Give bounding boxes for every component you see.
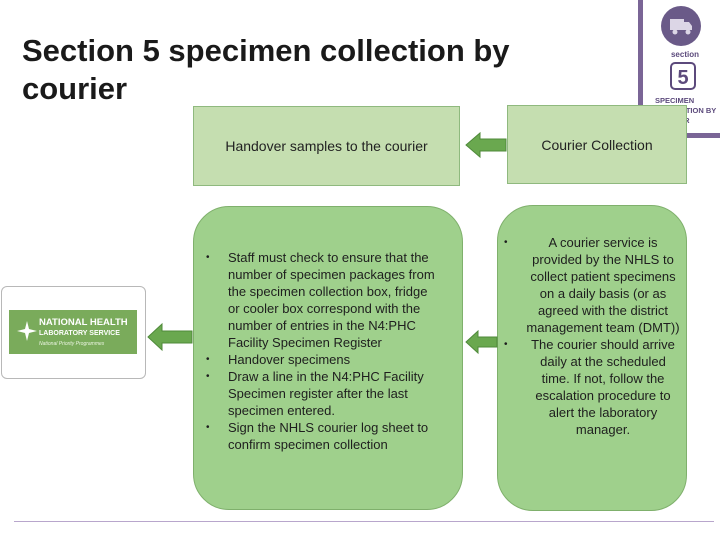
- arrow-left-top: [465, 131, 507, 159]
- staff-steps-box: Staff must check to ensure that the numb…: [193, 206, 463, 510]
- arrow-left-logo: [147, 322, 193, 352]
- list-item: The courier should arrive daily at the s…: [504, 336, 680, 438]
- list-item: Handover specimens: [206, 351, 436, 368]
- courier-heading: Courier Collection: [541, 136, 653, 153]
- list-item: Staff must check to ensure that the numb…: [206, 249, 436, 351]
- page-title: Section 5 specimen collection by courier: [22, 33, 510, 106]
- section-badge: section 5 SPECIMEN COLLECTION BY COURIER: [638, 0, 720, 138]
- logo-line-2: LABORATORY SERVICE: [39, 330, 120, 337]
- truck-icon: [661, 6, 701, 46]
- list-item: Sign the NHLS courier log sheet to confi…: [206, 419, 436, 453]
- handover-heading-box: Handover samples to the courier: [193, 106, 460, 186]
- handover-heading: Handover samples to the courier: [225, 138, 428, 154]
- footer-divider: [14, 521, 714, 522]
- logo-line-3: National Priority Programmes: [39, 341, 105, 347]
- staff-steps-list: Staff must check to ensure that the numb…: [206, 249, 436, 453]
- courier-service-box: A courier service is provided by the NHL…: [497, 205, 687, 511]
- courier-heading-box: Courier Collection: [507, 105, 687, 184]
- logo-line-1: NATIONAL HEALTH: [39, 317, 128, 328]
- nhls-emblem-icon: [17, 321, 37, 341]
- arrow-left-middle: [465, 329, 498, 355]
- nhls-logo: NATIONAL HEALTH LABORATORY SERVICE Natio…: [1, 286, 146, 379]
- list-item: A courier service is provided by the NHL…: [504, 234, 680, 336]
- list-item: Draw a line in the N4:PHC Facility Speci…: [206, 368, 436, 419]
- badge-section-label: section: [670, 50, 699, 59]
- badge-number: 5: [670, 62, 696, 90]
- courier-service-list: A courier service is provided by the NHL…: [504, 234, 680, 438]
